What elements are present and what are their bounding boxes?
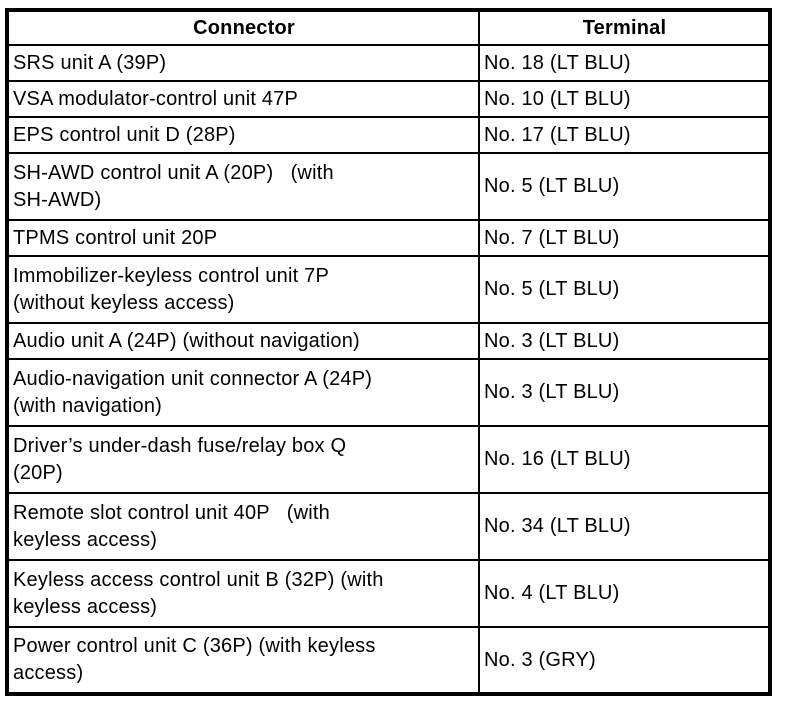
table-row: Audio unit A (24P) (without navigation) … <box>6 322 771 360</box>
connector-cell: Keyless access control unit B (32P) (wit… <box>6 559 480 628</box>
connector-cell: EPS control unit D (28P) <box>6 116 480 154</box>
table-row: Immobilizer-keyless control unit 7P (wit… <box>6 255 771 324</box>
connector-cell: SH-AWD control unit A (20P) (with SH-AWD… <box>6 152 480 221</box>
connector-cell: Immobilizer-keyless control unit 7P (wit… <box>6 255 480 324</box>
header-row: Connector Terminal <box>6 9 771 46</box>
terminal-cell: No. 3 (GRY) <box>478 626 771 695</box>
connector-cell: Remote slot control unit 40P (with keyle… <box>6 492 480 561</box>
connector-cell: SRS unit A (39P) <box>6 44 480 82</box>
connector-cell: VSA modulator-control unit 47P <box>6 80 480 118</box>
table-row: Keyless access control unit B (32P) (wit… <box>6 559 771 628</box>
terminal-cell: No. 10 (LT BLU) <box>478 80 771 118</box>
terminal-cell: No. 17 (LT BLU) <box>478 116 771 154</box>
table-row: VSA modulator-control unit 47P No. 10 (L… <box>6 80 771 118</box>
column-header-connector: Connector <box>6 9 480 46</box>
connector-cell: Audio unit A (24P) (without navigation) <box>6 322 480 360</box>
terminal-cell: No. 34 (LT BLU) <box>478 492 771 561</box>
table-row: Audio-navigation unit connector A (24P) … <box>6 358 771 427</box>
table-row: Driver’s under-dash fuse/relay box Q (20… <box>6 425 771 494</box>
table-row: Power control unit C (36P) (with keyless… <box>6 626 771 695</box>
connector-cell: Driver’s under-dash fuse/relay box Q (20… <box>6 425 480 494</box>
terminal-cell: No. 5 (LT BLU) <box>478 255 771 324</box>
connector-cell: Power control unit C (36P) (with keyless… <box>6 626 480 695</box>
connector-terminal-table: Connector Terminal SRS unit A (39P) No. … <box>5 8 772 696</box>
terminal-cell: No. 3 (LT BLU) <box>478 358 771 427</box>
table-row: EPS control unit D (28P) No. 17 (LT BLU) <box>6 116 771 154</box>
table-row: Remote slot control unit 40P (with keyle… <box>6 492 771 561</box>
table-row: SH-AWD control unit A (20P) (with SH-AWD… <box>6 152 771 221</box>
table-row: SRS unit A (39P) No. 18 (LT BLU) <box>6 44 771 82</box>
terminal-cell: No. 7 (LT BLU) <box>478 219 771 257</box>
column-header-terminal: Terminal <box>478 9 771 46</box>
terminal-cell: No. 3 (LT BLU) <box>478 322 771 360</box>
terminal-cell: No. 18 (LT BLU) <box>478 44 771 82</box>
terminal-cell: No. 16 (LT BLU) <box>478 425 771 494</box>
table-row: TPMS control unit 20P No. 7 (LT BLU) <box>6 219 771 257</box>
connector-cell: Audio-navigation unit connector A (24P) … <box>6 358 480 427</box>
terminal-cell: No. 4 (LT BLU) <box>478 559 771 628</box>
terminal-cell: No. 5 (LT BLU) <box>478 152 771 221</box>
connector-cell: TPMS control unit 20P <box>6 219 480 257</box>
